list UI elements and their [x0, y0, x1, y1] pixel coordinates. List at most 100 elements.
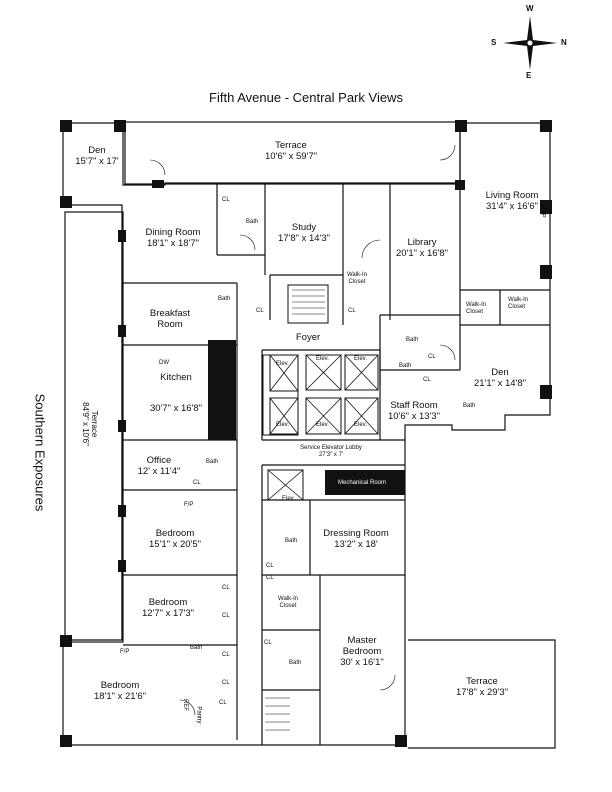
room-name: Bedroom: [100, 680, 140, 691]
room-bedroom1: Bedroom 15'1" x 20'5": [149, 528, 201, 550]
label-walkin: Walk-In: [466, 302, 487, 308]
room-master: Master Bedroom 30' x 16'1": [340, 635, 383, 668]
room-terrace-top: Terrace 10'6" x 59'7": [265, 140, 317, 162]
label-fp: F/P: [539, 208, 546, 218]
room-walkin-closet: Walk-In Closet: [346, 272, 368, 285]
label-bath: Bath: [406, 337, 419, 343]
room-dressing: Dressing Room 13'2" x 18': [323, 528, 388, 550]
room-name: Terrace: [275, 140, 307, 151]
room-study: Study 17'8" x 14'3": [278, 222, 330, 244]
room-size: 17'8" x 29'3": [455, 687, 509, 698]
label-bath: Bath: [285, 538, 298, 544]
room-size: 84'9" x 10'6": [81, 402, 90, 446]
label-bath: Bath: [463, 403, 476, 409]
compass-e: E: [526, 71, 532, 80]
room-size: 30' x 16'1": [340, 657, 384, 668]
room-name: Bedroom: [155, 528, 195, 539]
room-name: Master Bedroom: [342, 635, 382, 657]
label-closet: Closet: [466, 309, 484, 315]
room-den-nw: Den 15'7" x 17': [75, 145, 118, 167]
room-dining: Dining Room 18'1" x 18'7": [146, 227, 201, 249]
label-elev: Elev.: [316, 422, 329, 428]
label-ref: REF: [182, 699, 188, 711]
label-pantry: Pantry: [195, 706, 202, 724]
label-cl: CL: [219, 700, 227, 706]
room-size: 12'7" x 17'3": [141, 608, 195, 619]
label-cl: CL: [222, 197, 230, 203]
room-name: Study: [291, 222, 317, 233]
room-kitchen-name: Kitchen: [160, 372, 192, 383]
label-elev: Elev.: [354, 422, 367, 428]
room-size: 15'1" x 20'5": [148, 539, 202, 550]
label-bath: Bath: [246, 219, 259, 225]
room-size: 17'8" x 14'3": [277, 233, 331, 244]
label-closet: Closet: [508, 304, 526, 310]
room-name: Library: [407, 237, 437, 248]
label-walkin: Walk-In: [278, 596, 299, 602]
room-living: Living Room 31'4" x 16'6": [486, 190, 539, 212]
room-name: Bedroom: [148, 597, 188, 608]
label-cl: CL: [222, 652, 230, 658]
room-name: Dressing Room: [323, 528, 389, 539]
room-name: Service Elevator Lobby: [300, 445, 362, 451]
room-terrace-west: Terrace 84'9" x 10'6": [81, 384, 99, 464]
label-cl: CL: [428, 354, 436, 360]
room-name: Living Room: [485, 190, 539, 201]
compass-n: N: [561, 38, 567, 47]
label-bath: Bath: [399, 363, 412, 369]
room-size: 10'6" x 13'3": [387, 411, 441, 422]
room-name: Staff Room: [390, 400, 438, 411]
room-size: 15'7" x 17': [75, 156, 119, 167]
room-office: Office 12' x 11'4": [138, 455, 181, 477]
room-mechanical: Mechanical Room: [337, 480, 387, 486]
label-cl: CL: [222, 613, 230, 619]
room-size: 21'1" x 14'8": [473, 378, 527, 389]
label-ref: REF: [206, 397, 212, 409]
room-bedroom2: Bedroom 12'7" x 17'3": [142, 597, 194, 619]
label-closet: Closet: [279, 603, 297, 609]
room-size: 10'6" x 59'7": [264, 151, 318, 162]
label-cl: CL: [256, 308, 264, 314]
room-name: Den: [491, 367, 509, 378]
label-dw: DW: [159, 360, 169, 366]
page-title: Fifth Avenue - Central Park Views: [209, 90, 403, 105]
label-cl: CL: [266, 575, 274, 581]
room-name: Terrace: [466, 676, 498, 687]
label-elev: Elev.: [276, 361, 289, 367]
room-terrace-se: Terrace 17'8" x 29'3": [456, 676, 508, 698]
room-size: 20'1" x 16'8": [395, 248, 449, 259]
compass-icon: [503, 16, 557, 70]
room-staff: Staff Room 10'6" x 13'3": [388, 400, 440, 422]
label-elev2: Elev: [282, 496, 294, 502]
label-cl: CL: [423, 377, 431, 383]
label-fp: F/P: [120, 649, 130, 655]
room-size: 31'4" x 16'6": [485, 201, 539, 212]
room-size: 27'3" x 7': [318, 452, 344, 458]
label-elev: Elev.: [316, 356, 329, 362]
room-size: 12' x 11'4": [137, 466, 181, 477]
label-elev: Elev.: [354, 356, 367, 362]
label-bath: Bath: [206, 459, 219, 465]
label-cl: CL: [264, 640, 272, 646]
label-cl: CL: [222, 585, 230, 591]
room-breakfast: Breakfast Room: [149, 308, 191, 330]
room-bedroom3: Bedroom 18'1" x 21'6": [94, 680, 146, 702]
room-name: Den: [88, 145, 106, 156]
label-cl: CL: [222, 680, 230, 686]
room-library: Library 20'1" x 16'8": [396, 237, 448, 259]
compass-rose: W E S N: [491, 4, 567, 80]
room-service-lobby: Service Elevator Lobby 27'3" x 7': [300, 445, 362, 459]
room-name: Office: [146, 455, 172, 466]
compass-s: S: [491, 38, 497, 47]
room-kitchen-size: 30'7" x 16'8": [149, 403, 203, 414]
label-fp: F/P: [184, 502, 194, 508]
room-foyer: Foyer: [295, 332, 321, 343]
label-walkin: Walk-In: [508, 297, 529, 303]
label-elev: Elev.: [276, 422, 289, 428]
label-bath: Bath: [218, 296, 231, 302]
room-name: Terrace: [90, 410, 99, 438]
southern-exposures-label: Southern Exposures: [32, 393, 48, 512]
compass-w: W: [526, 4, 534, 13]
